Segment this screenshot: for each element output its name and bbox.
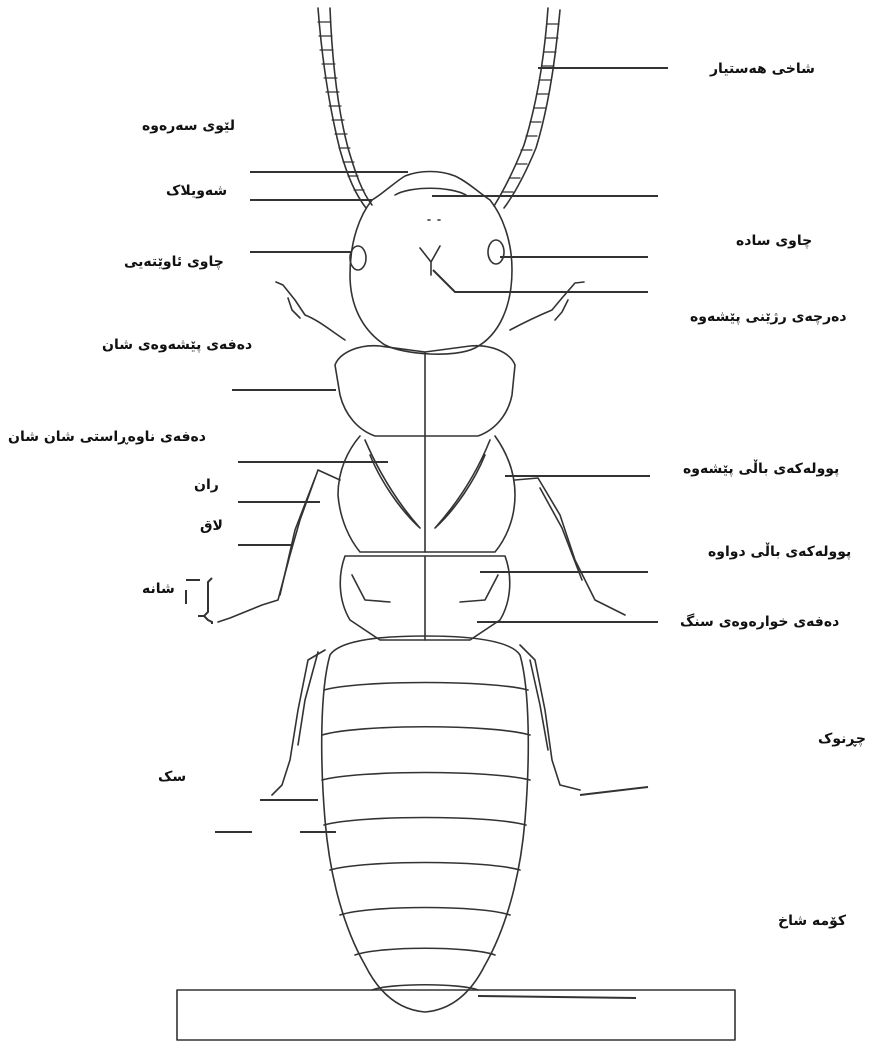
label-femur: ران: [194, 476, 219, 494]
label-compound-eye: چاوی ئاوێتەیی: [124, 253, 224, 271]
leader-lines: [186, 68, 668, 998]
label-tarsus: شانە: [142, 580, 175, 598]
label-clypeus: شەویلاک: [166, 182, 227, 200]
front-legs: [276, 282, 584, 340]
mesothorax-shape: [338, 436, 515, 552]
label-frontal-suture: دەرچەی رژێنی پێشەوە: [690, 308, 847, 326]
label-tibia: لاق: [200, 517, 223, 535]
label-cerci: کۆمە شاخ: [778, 912, 846, 930]
label-antenna: شاخی هەستیار: [710, 60, 815, 78]
label-hindwing-pad: پوولەکەی باڵی دواوە: [708, 543, 851, 561]
label-metanotum: دەفەی خوارەوەی سنگ: [680, 613, 839, 631]
metathorax-shape: [340, 556, 509, 640]
head: [350, 172, 512, 355]
label-forewing-pad: پوولەکەی باڵی پێشەوە: [683, 460, 839, 478]
label-upper-lip: لێوی سەرەوە: [142, 117, 235, 135]
left-antenna: [318, 8, 372, 208]
right-antenna: [494, 8, 560, 208]
label-mesonotum: دەفەی ناوەڕاستی شان شان: [8, 428, 206, 446]
label-simple-eye: چاوی سادە: [736, 232, 812, 250]
label-abdomen: سک: [158, 768, 186, 786]
answer-box: [177, 990, 735, 1040]
label-claw: چڕنوک: [818, 730, 866, 748]
abdomen-shape: [322, 636, 530, 1012]
label-pronotum: دەفەی پێشەوەی شان: [102, 336, 252, 354]
pronotum-shape: [335, 346, 515, 436]
